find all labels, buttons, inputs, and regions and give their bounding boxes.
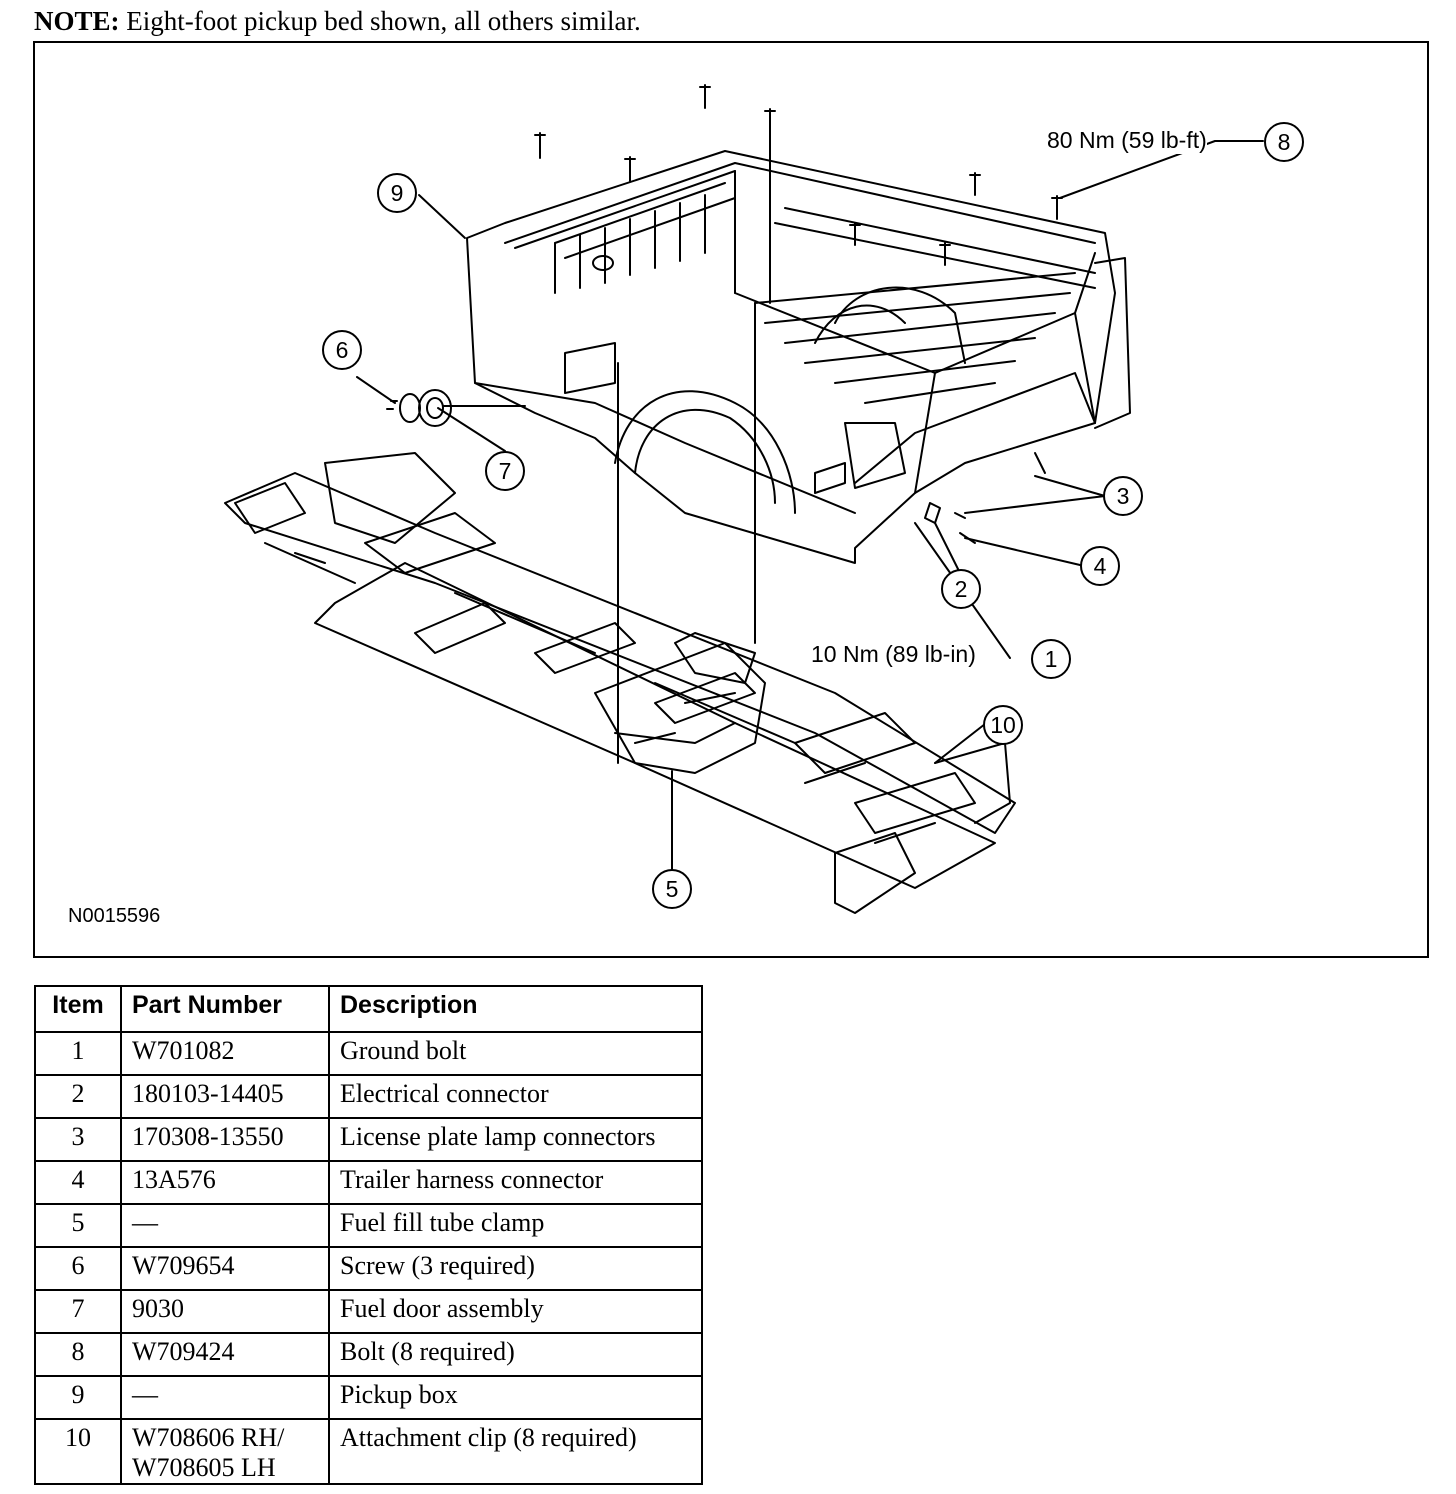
callout-9: 9 [377,173,417,213]
callout-2: 2 [941,569,981,609]
description-cell: Fuel door assembly [328,1289,703,1334]
description-cell: Pickup box [328,1375,703,1420]
bolts-drawing [534,84,1063,304]
table-row: 9 — Pickup box [34,1375,703,1420]
item-cell: 9 [34,1375,122,1420]
table-row: 3 170308-13550 License plate lamp connec… [34,1117,703,1162]
torque-spec-ground-bolt: 10 Nm (89 lb-in) [811,641,976,668]
header-item: Item [34,985,122,1033]
callout-10: 10 [983,705,1023,745]
exploded-view-figure: N0015596 9 6 7 8 3 4 2 1 10 5 80 Nm (59 … [33,41,1429,958]
item-cell: 8 [34,1332,122,1377]
description-cell: Screw (3 required) [328,1246,703,1291]
parts-table: Item Part Number Description 1 W701082 G… [34,985,703,1485]
description-cell: Trailer harness connector [328,1160,703,1205]
callout-3: 3 [1103,476,1143,516]
description-cell: Electrical connector [328,1074,703,1119]
pickup-box-drawing [466,150,1131,564]
note-label: NOTE: [34,6,120,36]
item-cell: 4 [34,1160,122,1205]
part-number-cell: W709424 [120,1332,330,1377]
torque-spec-bolt: 80 Nm (59 lb-ft) [1047,127,1207,154]
header-part-number: Part Number [120,985,330,1033]
part-number-cell: W709654 [120,1246,330,1291]
table-row: 2 180103-14405 Electrical connector [34,1074,703,1119]
callout-6: 6 [322,330,362,370]
item-cell: 1 [34,1031,122,1076]
header-description: Description [328,985,703,1033]
callout-5: 5 [652,869,692,909]
part-number-cell: 180103-14405 [120,1074,330,1119]
part-number-rh: W708606 RH/ [132,1423,285,1452]
table-row: 6 W709654 Screw (3 required) [34,1246,703,1291]
callout-8: 8 [1264,122,1304,162]
part-number-cell: W708606 RH/W708605 LH [120,1418,330,1485]
callout-1: 1 [1031,639,1071,679]
connectors-drawing [924,452,1046,544]
item-cell: 7 [34,1289,122,1334]
item-cell: 2 [34,1074,122,1119]
item-cell: 5 [34,1203,122,1248]
item-cell: 6 [34,1246,122,1291]
table-row: 7 9030 Fuel door assembly [34,1289,703,1334]
part-number-cell: 170308-13550 [120,1117,330,1162]
figure-id: N0015596 [68,905,161,927]
table-row: 4 13A576 Trailer harness connector [34,1160,703,1205]
part-number-lh: W708605 LH [132,1453,276,1482]
description-cell: Attachment clip (8 required) [328,1418,703,1485]
note-text: Eight-foot pickup bed shown, all others … [126,6,641,36]
part-number-cell: 13A576 [120,1160,330,1205]
frame-drawing [224,452,1016,914]
part-number-cell: — [120,1375,330,1420]
table-header-row: Item Part Number Description [34,985,703,1033]
description-cell: Ground bolt [328,1031,703,1076]
table-row: 8 W709424 Bolt (8 required) [34,1332,703,1377]
part-number-cell: 9030 [120,1289,330,1334]
callout-4: 4 [1080,546,1120,586]
leader-lines [356,140,1264,870]
fuel-door-parts-drawing [386,389,452,427]
table-row: 10 W708606 RH/W708605 LH Attachment clip… [34,1418,703,1485]
part-number-cell: — [120,1203,330,1248]
callout-7: 7 [485,451,525,491]
table-row: 5 — Fuel fill tube clamp [34,1203,703,1248]
item-cell: 3 [34,1117,122,1162]
part-number-cell: W701082 [120,1031,330,1076]
description-cell: Fuel fill tube clamp [328,1203,703,1248]
table-row: 1 W701082 Ground bolt [34,1031,703,1076]
description-cell: Bolt (8 required) [328,1332,703,1377]
item-cell: 10 [34,1418,122,1485]
description-cell: License plate lamp connectors [328,1117,703,1162]
pickup-box-and-frame-illustration [224,84,1264,914]
note-line: NOTE: Eight-foot pickup bed shown, all o… [34,4,641,38]
